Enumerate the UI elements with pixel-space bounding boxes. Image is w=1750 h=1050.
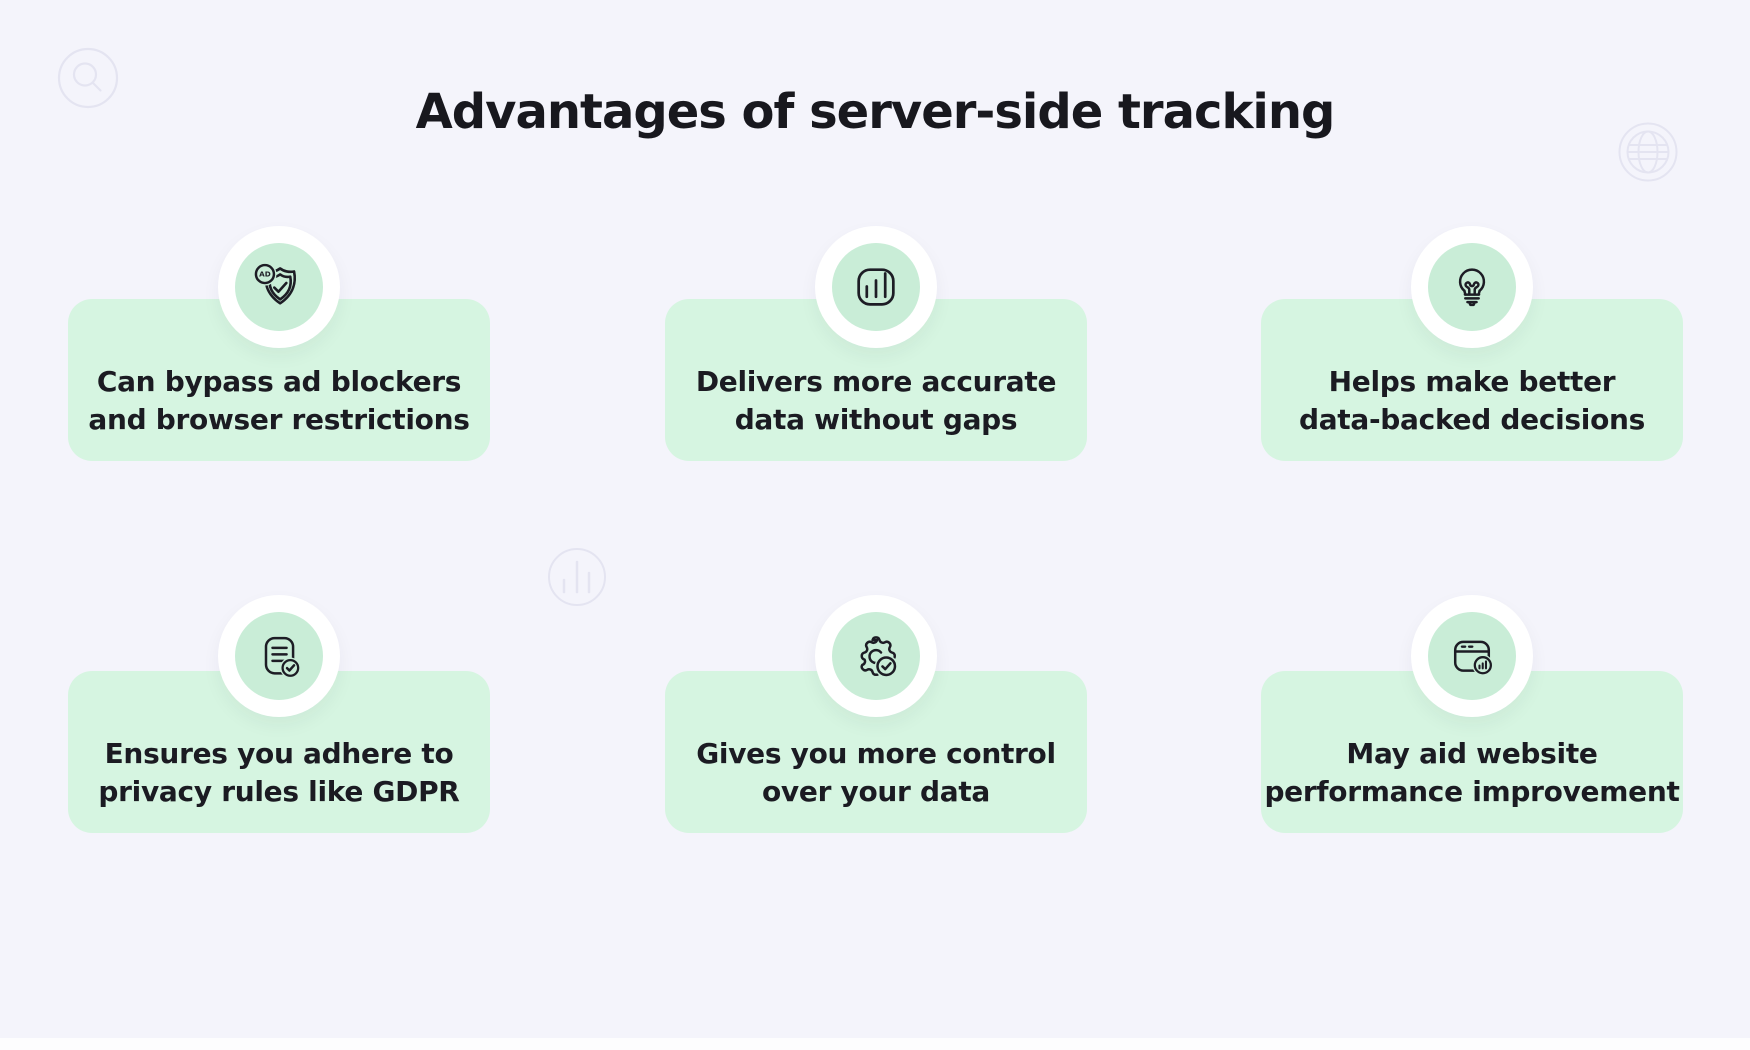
card-icon-badge (218, 595, 340, 717)
bar-chart-circle-icon (547, 547, 607, 607)
card-text: privacy rules like GDPR (98, 775, 460, 808)
card-text: data without gaps (734, 403, 1018, 436)
bottom-strip (0, 1038, 1750, 1050)
document-check-icon (235, 612, 323, 700)
card-text: performance improvement (1264, 775, 1680, 808)
card-text: Can bypass ad blockers (96, 365, 462, 398)
advantage-card: Helps make better data-backed decisions (1261, 299, 1683, 461)
card-text: and browser restrictions (88, 403, 470, 436)
globe-icon (1617, 121, 1679, 183)
card-icon-badge (1411, 226, 1533, 348)
card-text: Delivers more accurate (695, 365, 1057, 398)
ad-shield-check-icon: AD (235, 243, 323, 331)
card-icon-badge (815, 226, 937, 348)
card-icon-badge: AD (218, 226, 340, 348)
card-icon-badge (1411, 595, 1533, 717)
ad-badge-label: AD (259, 270, 271, 279)
magnifier-circle-icon (55, 45, 121, 111)
card-text: Gives you more control (696, 737, 1056, 770)
card-text: Ensures you adhere to (104, 737, 454, 770)
gear-check-icon (832, 612, 920, 700)
card-icon-badge (815, 595, 937, 717)
advantage-card: Ensures you adhere to privacy rules like… (68, 671, 490, 833)
bar-chart-icon (832, 243, 920, 331)
card-text: over your data (761, 775, 991, 808)
card-text: data-backed decisions (1298, 403, 1646, 436)
card-text: Helps make better (1328, 365, 1616, 398)
browser-stats-icon (1428, 612, 1516, 700)
lightbulb-icon (1428, 243, 1516, 331)
advantage-card: Gives you more control over your data (665, 671, 1087, 833)
page-title: Advantages of server-side tracking (415, 84, 1336, 141)
advantage-card: Can bypass ad blockers and browser restr… (68, 299, 490, 461)
card-text: May aid website (1346, 737, 1598, 770)
